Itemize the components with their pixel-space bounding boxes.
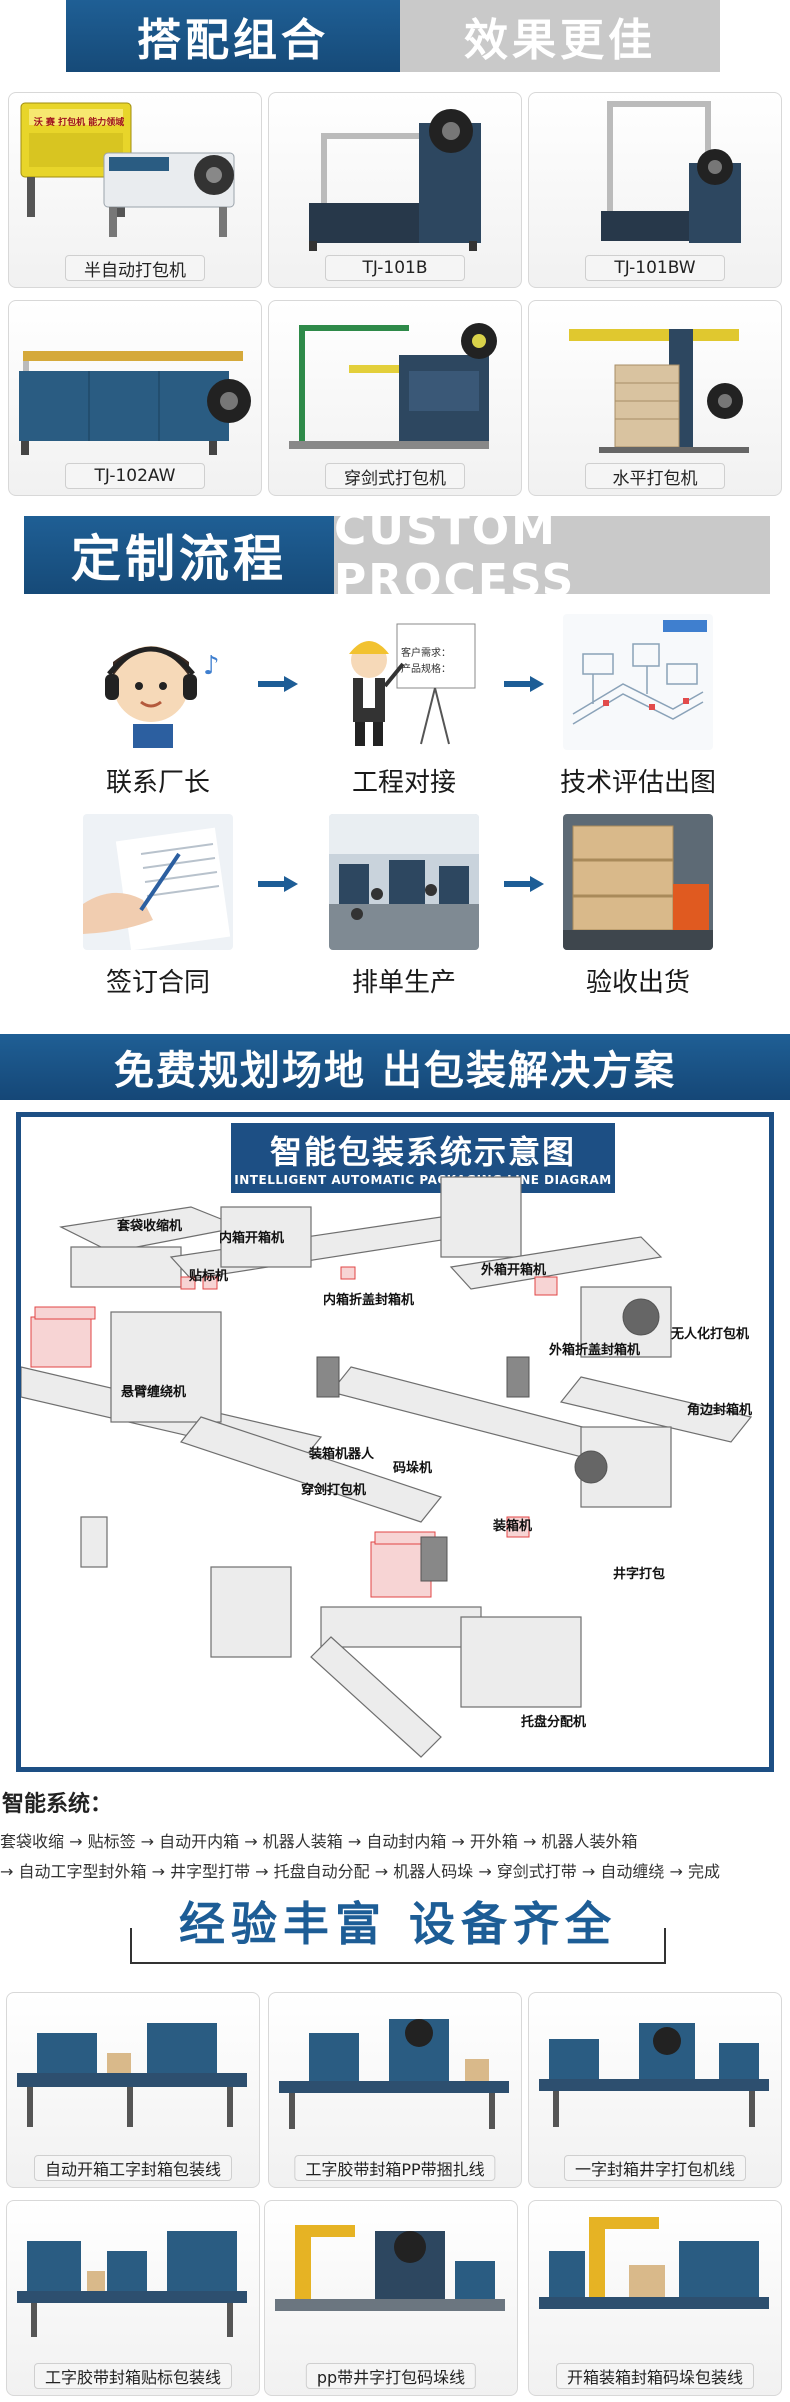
machine-caption: TJ-101BW xyxy=(585,255,725,281)
line-card-4[interactable]: 工字胶带封箱贴标包装线 xyxy=(6,2200,260,2396)
combo-title-right: 效果更佳 xyxy=(400,0,720,72)
custom-process-title-en: CUSTOM PROCESS xyxy=(334,504,770,606)
label-sword-strapper: 穿剑打包机 xyxy=(301,1483,367,1498)
experience-title: 经验丰富 设备齐全 xyxy=(178,1897,617,1951)
process-step-contract: 签订合同 xyxy=(68,814,248,999)
machine-caption: 穿剑式打包机 xyxy=(325,463,465,489)
arrow-right-icon xyxy=(504,676,544,692)
combo-title-left: 搭配组合 xyxy=(66,0,400,72)
svg-text:♪: ♪ xyxy=(203,651,220,681)
label-inner-sealer: 内箱折盖封箱机 xyxy=(323,1293,415,1308)
diagram-title-cn: 智能包装系统示意图 xyxy=(269,1133,576,1171)
tj101b-image xyxy=(309,109,481,251)
system-title: 智能系统： xyxy=(2,1792,113,1817)
line-6-image xyxy=(539,2217,769,2309)
label-case-robot: 装箱机器人 xyxy=(309,1447,375,1462)
machine-card-sword-strapper[interactable]: 穿剑式打包机 xyxy=(268,300,522,496)
step-label: 技术评估出图 xyxy=(559,768,716,798)
label-unmanned-strapper: 无人化打包机 xyxy=(671,1327,750,1342)
board-line-1: 客户需求： xyxy=(401,648,451,659)
line-4-image xyxy=(17,2231,247,2337)
custom-process-banner: 定制流程 CUSTOM PROCESS xyxy=(24,504,770,606)
custom-process-title-cn: 定制流程 xyxy=(24,516,334,594)
machine-card-horizontal-strapper[interactable]: 水平打包机 xyxy=(528,300,782,496)
label-labeler: 贴标机 xyxy=(189,1269,229,1284)
headset-agent-image: ♪ xyxy=(83,614,233,750)
factory-floor-image xyxy=(329,814,479,950)
line-2-image xyxy=(279,2019,509,2129)
step-label: 工程对接 xyxy=(351,768,456,798)
machine-card-tj101b[interactable]: TJ-101B xyxy=(268,92,522,288)
process-step-delivery: 验收出货 xyxy=(548,814,728,999)
line-1-image xyxy=(17,2023,247,2127)
line-caption: 工字胶带封箱PP带捆扎线 xyxy=(294,2155,496,2181)
tj101bw-image xyxy=(601,101,741,243)
planning-banner: 免费规划场地 出包装解决方案 xyxy=(0,1034,790,1100)
step-label: 验收出货 xyxy=(585,968,690,998)
line-card-3[interactable]: 一字封箱井字打包机线 xyxy=(528,1992,782,2188)
label-shrink-wrapper: 套袋收缩机 xyxy=(117,1219,183,1234)
machine-caption: 半自动打包机 xyxy=(65,255,205,281)
combo-banner: 搭配组合 效果更佳 xyxy=(66,0,720,72)
machine-card-tj102aw[interactable]: TJ-102AW xyxy=(8,300,262,496)
process-step-assessment: 技术评估出图 xyxy=(548,614,728,799)
line-caption: 一字封箱井字打包机线 xyxy=(563,2155,747,2181)
contract-signing-image xyxy=(83,814,233,950)
label-arm-wrapper: 悬臂缠绕机 xyxy=(121,1385,187,1400)
line-5-image xyxy=(275,2225,505,2311)
arrow-right-icon xyxy=(258,676,298,692)
line-card-5[interactable]: pp带井字打包码垛线 xyxy=(264,2200,518,2396)
crate-forklift-image xyxy=(563,814,713,950)
label-outer-sealer: 外箱折盖封箱机 xyxy=(549,1343,641,1358)
line-caption: 开箱装箱封箱码垛包装线 xyxy=(555,2363,755,2389)
step-label: 联系厂长 xyxy=(105,768,210,798)
horizontal-strapper-image xyxy=(569,329,749,453)
line-3-image xyxy=(539,2023,769,2127)
line-illustration xyxy=(21,1176,753,1758)
machine-card-semi-auto[interactable]: 沃 赛 打包机 能力领域 半自动打包机 xyxy=(8,92,262,288)
technical-drawing-image xyxy=(563,614,713,750)
line-caption: 自动开箱工字封箱包装线 xyxy=(33,2155,233,2181)
label-cross-strapper: 井字打包 xyxy=(613,1567,666,1582)
label-inner-box-erector: 内箱开箱机 xyxy=(219,1231,285,1246)
arrow-right-icon xyxy=(504,876,544,892)
machine-caption: TJ-101B xyxy=(325,255,465,281)
bracket-gap xyxy=(154,1924,642,1936)
process-step-production: 排单生产 xyxy=(314,814,494,999)
system-flow-line-2: → 自动工字型封外箱 → 井字型打带 → 托盘自动分配 → 机器人码垛 → 穿剑… xyxy=(0,1862,720,1881)
machine-caption: 水平打包机 xyxy=(585,463,725,489)
machine-card-tj101bw[interactable]: TJ-101BW xyxy=(528,92,782,288)
label-palletizer: 码垛机 xyxy=(393,1461,433,1476)
sword-strapper-image xyxy=(289,323,497,449)
machine-caption: TJ-102AW xyxy=(65,463,205,489)
engineer-board-image: 客户需求： 产品规格： xyxy=(329,614,479,750)
arrow-right-icon xyxy=(258,876,298,892)
tj102aw-image xyxy=(19,351,251,455)
label-outer-box-erector: 外箱开箱机 xyxy=(481,1263,547,1278)
line-caption: 工字胶带封箱贴标包装线 xyxy=(33,2363,233,2389)
step-label: 排单生产 xyxy=(351,968,456,998)
board-line-2: 产品规格： xyxy=(401,664,451,675)
semi-auto-machine-text: 沃 赛 打包机 能力领域 xyxy=(33,118,125,128)
banner-bracket xyxy=(130,1928,666,1964)
packaging-line-diagram: 智能包装系统示意图 INTELLIGENT AUTOMATIC PACKAGIN… xyxy=(16,1112,774,1772)
label-pallet-dispenser: 托盘分配机 xyxy=(521,1715,587,1730)
system-flow-line-1: 套袋收缩 → 贴标签 → 自动开内箱 → 机器人装箱 → 自动封内箱 → 开外箱… xyxy=(0,1832,638,1851)
experience-banner: 经验丰富 设备齐全 xyxy=(130,1888,666,1964)
line-card-1[interactable]: 自动开箱工字封箱包装线 xyxy=(6,1992,260,2188)
step-label: 签订合同 xyxy=(105,968,210,998)
line-card-6[interactable]: 开箱装箱封箱码垛包装线 xyxy=(528,2200,782,2396)
label-side-sealer: 角边封箱机 xyxy=(687,1403,753,1418)
line-caption: pp带井字打包码垛线 xyxy=(305,2363,477,2389)
line-card-2[interactable]: 工字胶带封箱PP带捆扎线 xyxy=(268,1992,522,2188)
process-step-engineering: 客户需求： 产品规格： 工程对接 xyxy=(314,614,494,799)
semi-auto-strapper-image xyxy=(20,102,235,237)
label-case-packer: 装箱机 xyxy=(493,1519,533,1534)
process-step-contact: ♪ 联系厂长 xyxy=(68,614,248,799)
